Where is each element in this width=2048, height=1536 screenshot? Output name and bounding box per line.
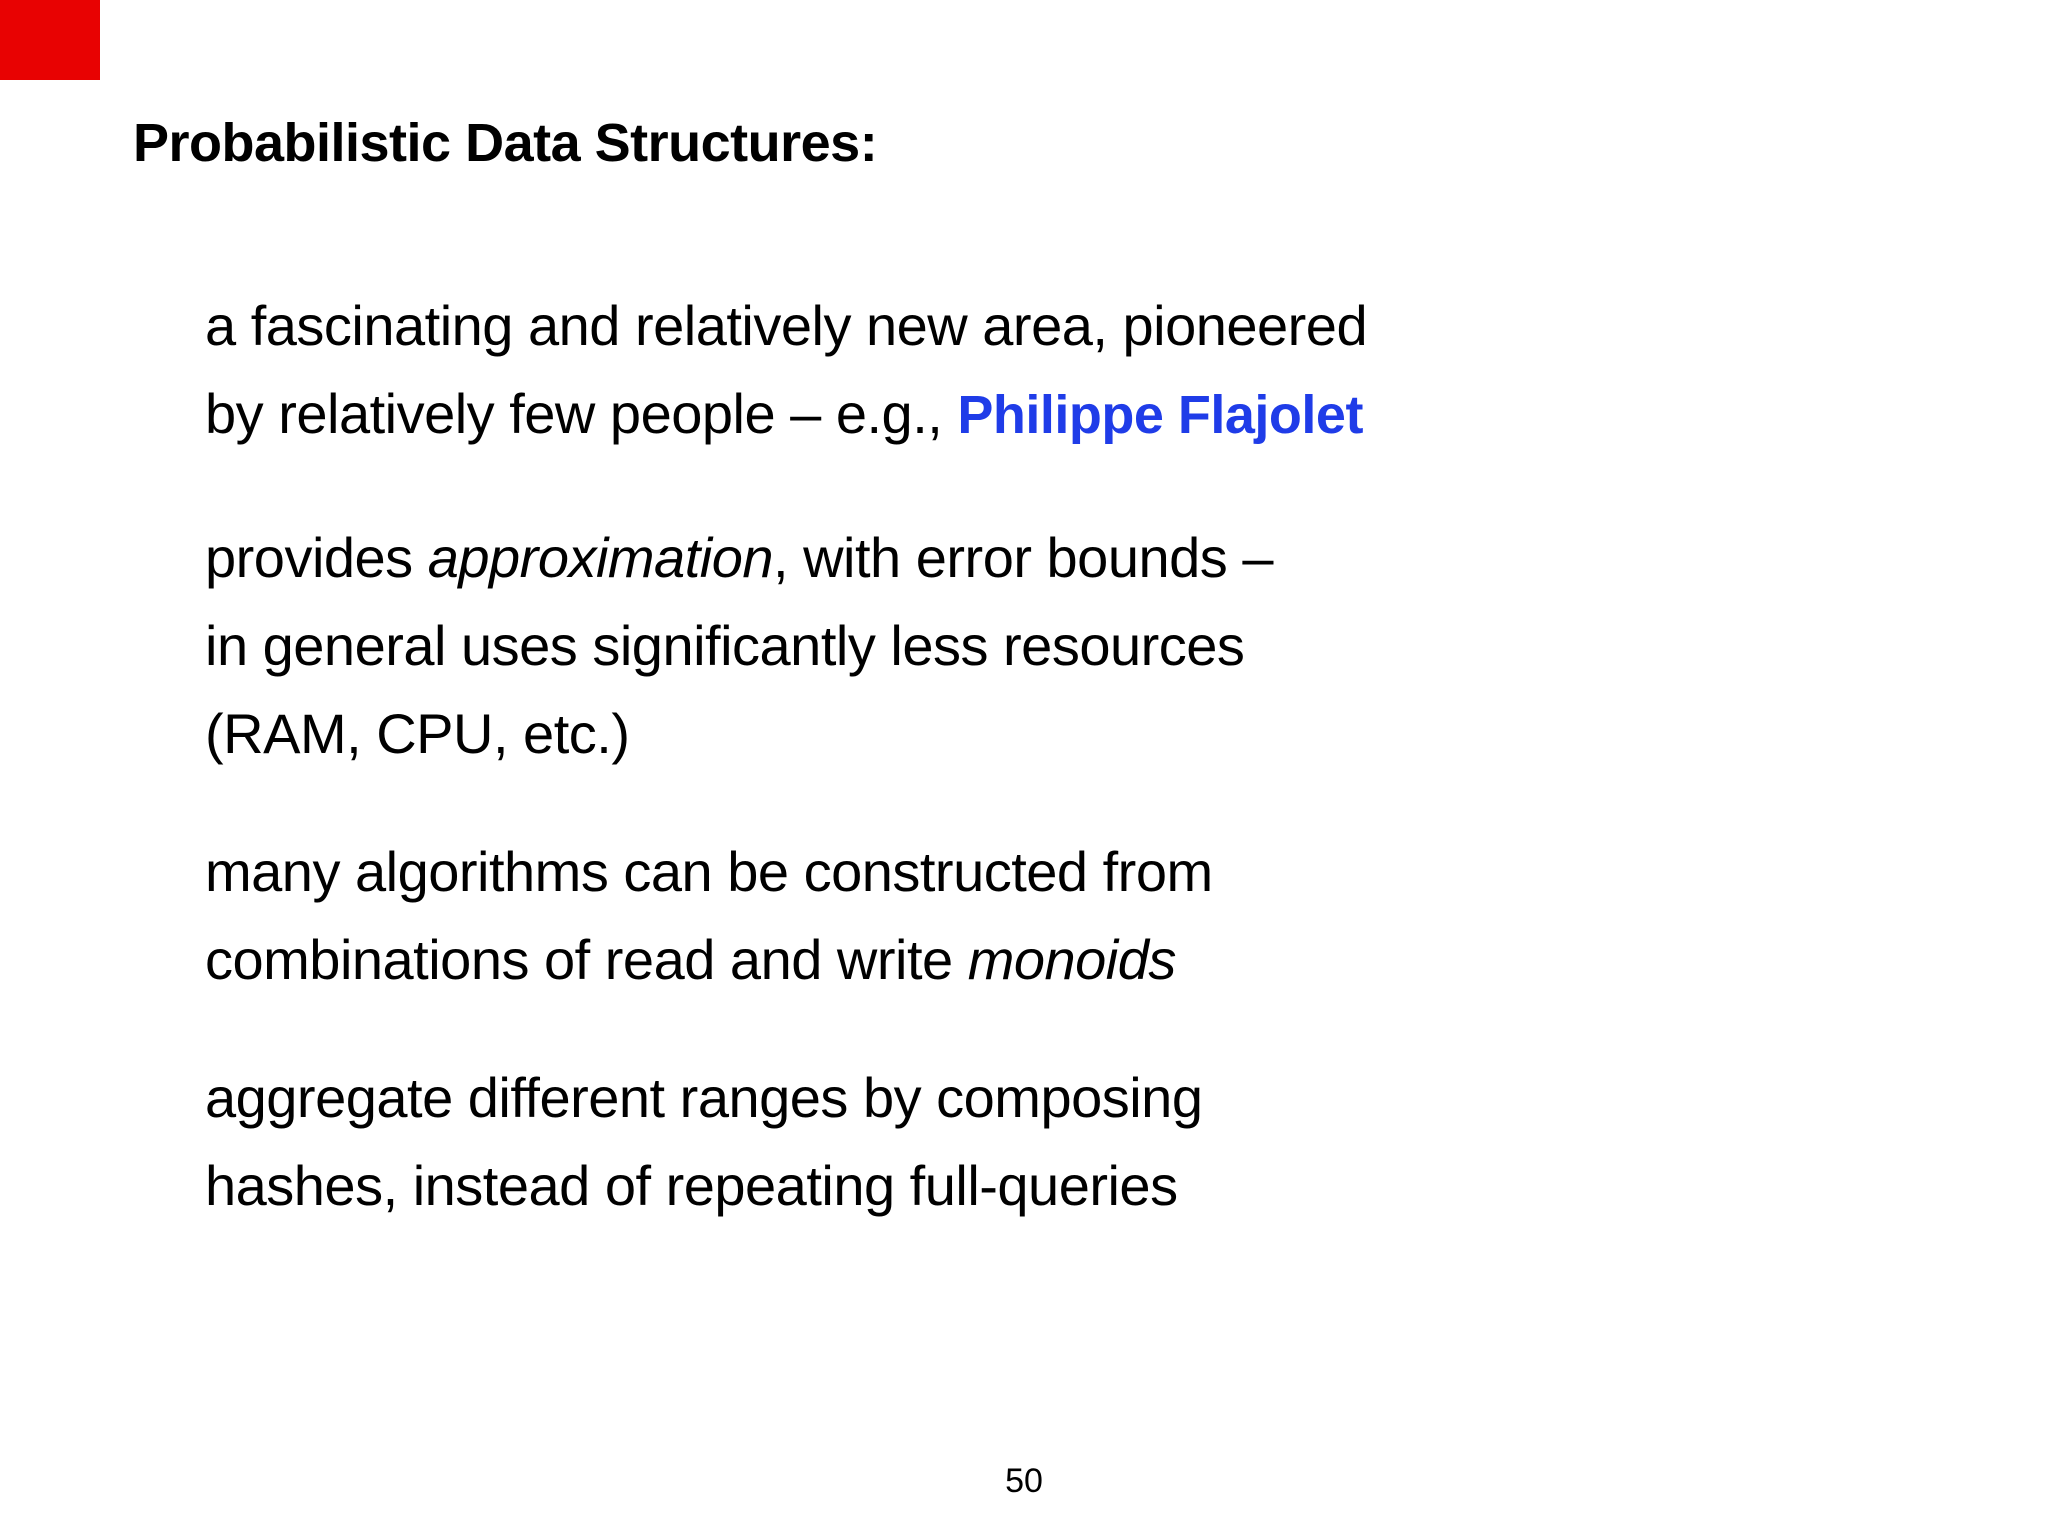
- paragraph-line: hashes, instead of repeating full-querie…: [205, 1154, 1178, 1217]
- paragraph-line: a fascinating and relatively new area, p…: [205, 294, 1368, 357]
- paragraph-line: (RAM, CPU, etc.): [205, 702, 630, 765]
- paragraph-line: aggregate different ranges by composing: [205, 1066, 1203, 1129]
- paragraph-pioneered: a fascinating and relatively new area, p…: [205, 282, 1368, 459]
- paragraph-line: by relatively few people – e.g., Philipp…: [205, 370, 1367, 459]
- slide-title: Probabilistic Data Structures:: [133, 113, 878, 173]
- paragraph-text: , with error bounds –: [772, 526, 1273, 589]
- paragraph-text: combinations of read and write: [205, 928, 968, 991]
- paragraph-line: in general uses significantly less resou…: [205, 614, 1245, 677]
- page-number: 50: [1005, 1462, 1043, 1500]
- italic-word-monoids: monoids: [967, 928, 1177, 991]
- paragraph-line: combinations of read and write monoids: [205, 916, 1213, 1004]
- red-corner-mark: [0, 0, 100, 80]
- paragraph-text: by relatively few people – e.g.,: [205, 382, 958, 445]
- paragraph-aggregate: aggregate different ranges by composing …: [205, 1054, 1203, 1230]
- italic-word-approximation: approximation: [427, 526, 774, 589]
- paragraph-approximation: provides approximation, with error bound…: [205, 514, 1273, 778]
- paragraph-text: provides: [205, 526, 428, 589]
- philippe-flajolet-link[interactable]: Philippe Flajolet: [957, 385, 1363, 445]
- paragraph-line: many algorithms can be constructed from: [205, 840, 1213, 903]
- paragraph-line: provides approximation, with error bound…: [205, 514, 1273, 602]
- paragraph-monoids: many algorithms can be constructed from …: [205, 828, 1213, 1004]
